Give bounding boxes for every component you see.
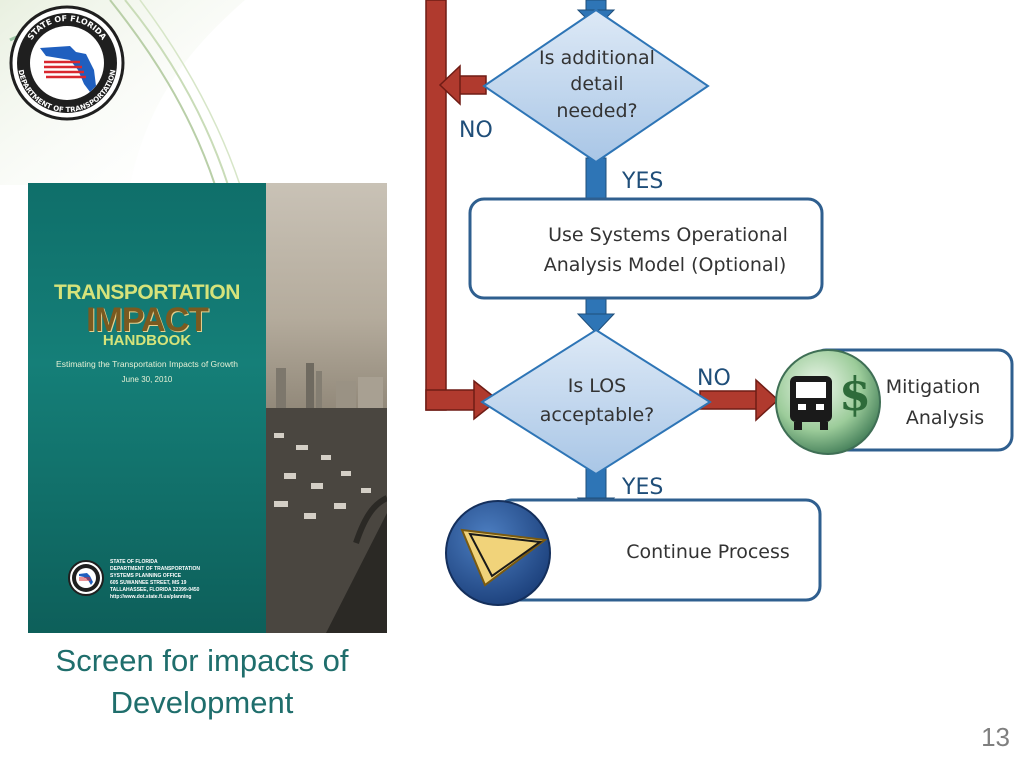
decision1-no-label: NO [459, 118, 493, 143]
cover-title-line1: TRANSPORTATION [54, 281, 240, 304]
caption-line1: Screen for impacts of [55, 643, 349, 678]
decision1-yes-label: YES [621, 169, 663, 194]
cover-date: June 30, 2010 [121, 375, 173, 384]
decision-los-acceptable: Is LOS acceptable? [480, 328, 712, 476]
cover-fdot-seal-icon [68, 560, 104, 596]
mitigation-line: Mitigation [886, 376, 981, 398]
cover-title-line2: IMPACT [86, 301, 209, 339]
decision1-line: Is additional [539, 47, 655, 69]
mitigation-bus-dollar-icon: $ [775, 349, 881, 455]
decision2-line: Is LOS [568, 375, 626, 397]
mitigation-dollar-symbol: $ [839, 367, 871, 421]
decision2-line: acceptable? [540, 404, 655, 426]
cover-address-line: STATE OF FLORIDA [110, 559, 158, 565]
decision2-no-label: NO [697, 366, 731, 391]
cover-address-line: DEPARTMENT OF TRANSPORTATION [110, 566, 200, 572]
decision-additional-detail: Is additional detail needed? [482, 8, 710, 164]
connector-d2-arrowhead [576, 313, 616, 334]
slide-caption: Screen for impacts of Development [28, 640, 376, 724]
connector-d1-to-process [585, 157, 607, 199]
cover-subtitle: Estimating the Transportation Impacts of… [56, 359, 238, 369]
cover-teal-panel [28, 183, 266, 633]
decision1-line: needed? [556, 100, 637, 122]
handbook-cover: TRANSPORTATION IMPACT HANDBOOK Estimatin… [28, 183, 387, 633]
process-line: Use Systems Operational [548, 224, 788, 246]
caption-line2: Development [110, 685, 294, 720]
page-number: 13 [981, 722, 1010, 752]
fdot-logo: STATE OF FLORIDA DEPARTMENT OF TRANSPORT… [0, 0, 245, 185]
cover-address-line: http://www.dot.state.fl.us/planning [110, 594, 192, 600]
cover-address: STATE OF FLORIDA DEPARTMENT OF TRANSPORT… [110, 559, 260, 601]
process-line: Analysis Model (Optional) [544, 254, 787, 276]
decision2-yes-label: YES [621, 475, 663, 500]
cover-address-line: SYSTEMS PLANNING OFFICE [110, 573, 182, 579]
continue-arrow-sign-icon [445, 500, 551, 606]
no-to-mitigation-arrow [699, 378, 780, 422]
mitigation-line: Analysis [906, 407, 984, 429]
process-operational-model: Use Systems Operational Analysis Model (… [468, 197, 824, 300]
continue-label: Continue Process [626, 541, 790, 563]
cover-address-line: TALLAHASSEE, FLORIDA 32399-0450 [110, 587, 200, 593]
cover-title-line3: HANDBOOK [102, 332, 192, 349]
decision1-line: detail [570, 73, 623, 95]
no-loop-arrow [425, 0, 500, 421]
connector-process-to-d2 [585, 297, 607, 317]
cover-address-line: 605 SUWANNEE STREET, MS 19 [110, 580, 187, 586]
cover-city-photo [266, 183, 387, 633]
